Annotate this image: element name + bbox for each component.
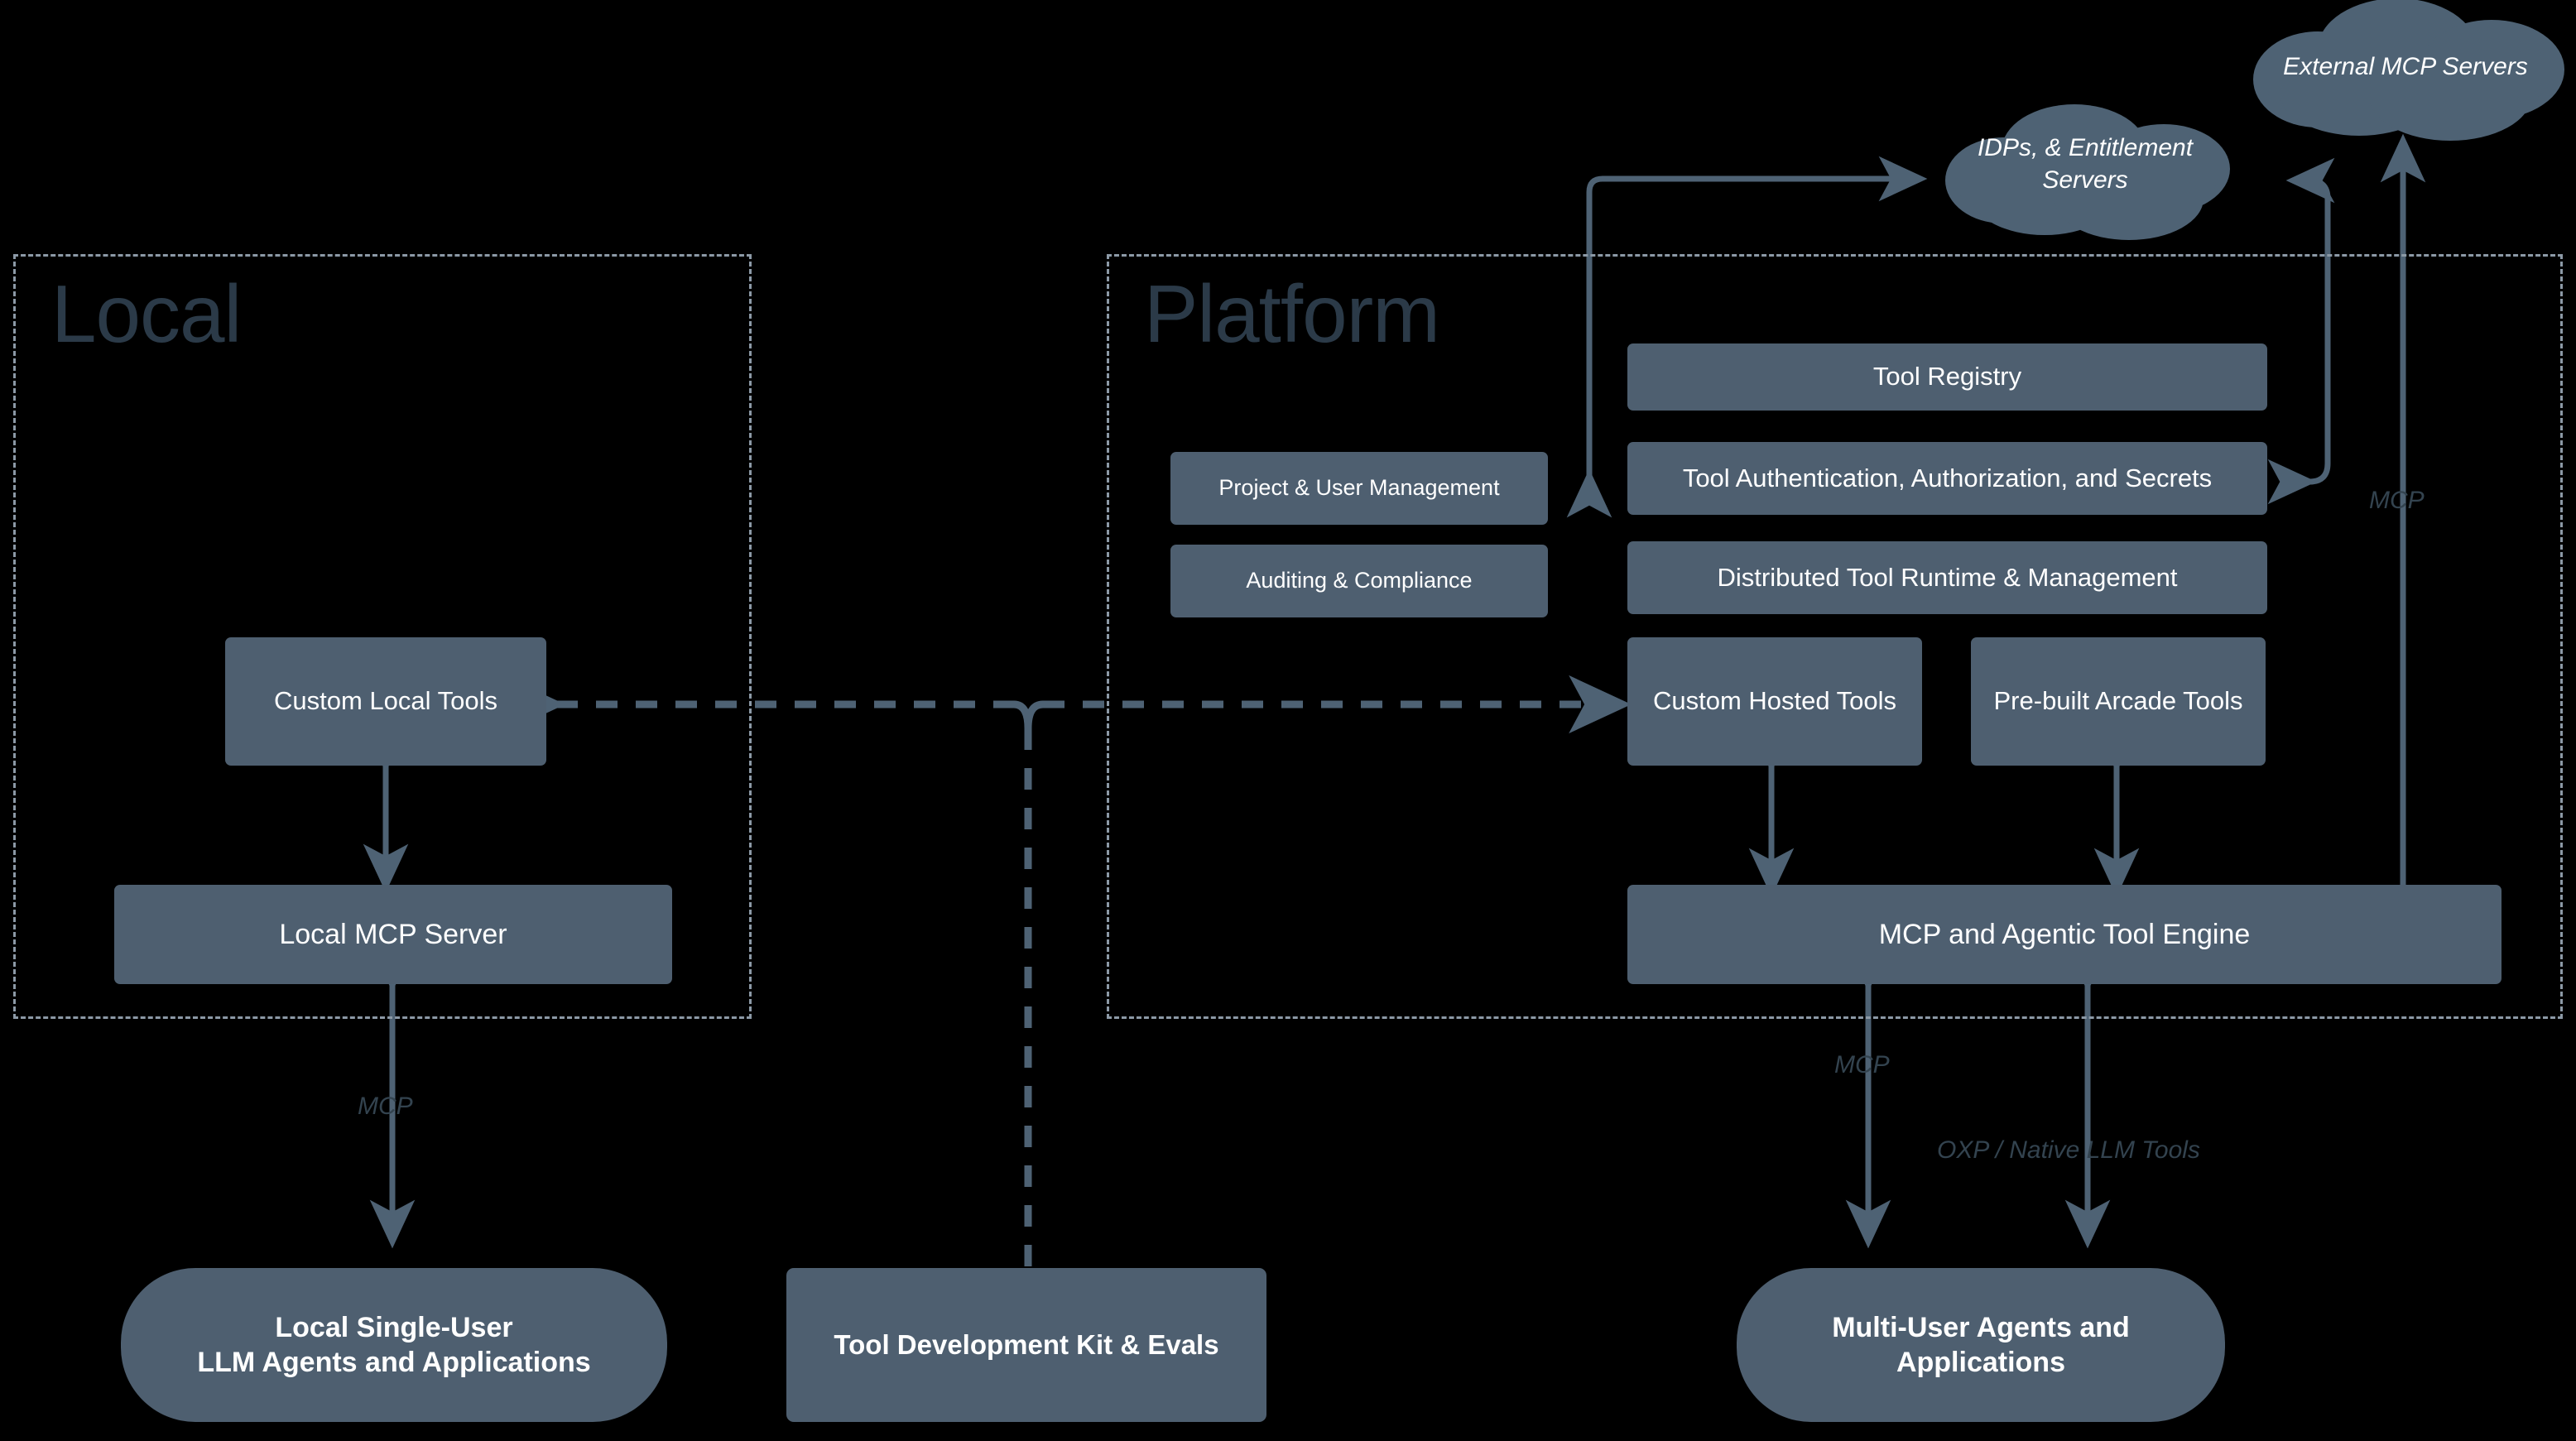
zone-platform (1107, 254, 2563, 1019)
node-custom-local-tools[interactable]: Custom Local Tools (225, 637, 546, 766)
edge-label-mcp-external: MCP (2369, 487, 2425, 514)
node-mcp-and-agentic-tool-engine[interactable]: MCP and Agentic Tool Engine (1627, 885, 2502, 984)
node-local-mcp-server[interactable]: Local MCP Server (114, 885, 672, 984)
edge-label-mcp-local: MCP (358, 1093, 413, 1120)
external-mcp-servers-label: External MCP Servers (2283, 52, 2528, 80)
node-custom-hosted-tools[interactable]: Custom Hosted Tools (1627, 637, 1922, 766)
node-tool-registry[interactable]: Tool Registry (1627, 343, 2267, 411)
node-local-single-user-agents[interactable]: Local Single-User LLM Agents and Applica… (121, 1268, 667, 1422)
edge-label-oxp-native-llm-tools: OXP / Native LLM Tools (1937, 1136, 2200, 1164)
idps-entitlement-servers-cloud-shape (1945, 104, 2230, 240)
node-multi-user-agents[interactable]: Multi-User Agents and Applications (1737, 1268, 2225, 1422)
zone-local-title: Local (51, 268, 242, 359)
external-mcp-servers-cloud-shape (2253, 0, 2564, 141)
zone-platform-title: Platform (1144, 268, 1440, 359)
node-pre-built-arcade-tools[interactable]: Pre-built Arcade Tools (1971, 637, 2266, 766)
idps-entitlement-servers-label: IDPs, & Entitlement Servers (1977, 134, 2194, 194)
node-tool-development-kit-evals[interactable]: Tool Development Kit & Evals (786, 1268, 1266, 1422)
node-tool-authentication-authorization-secrets[interactable]: Tool Authentication, Authorization, and … (1627, 442, 2267, 515)
node-auditing-compliance[interactable]: Auditing & Compliance (1170, 545, 1548, 617)
zone-local (13, 254, 752, 1019)
node-distributed-tool-runtime-management[interactable]: Distributed Tool Runtime & Management (1627, 541, 2267, 614)
node-project-user-management[interactable]: Project & User Management (1170, 452, 1548, 525)
edge-label-mcp-platform: MCP (1834, 1051, 1890, 1078)
